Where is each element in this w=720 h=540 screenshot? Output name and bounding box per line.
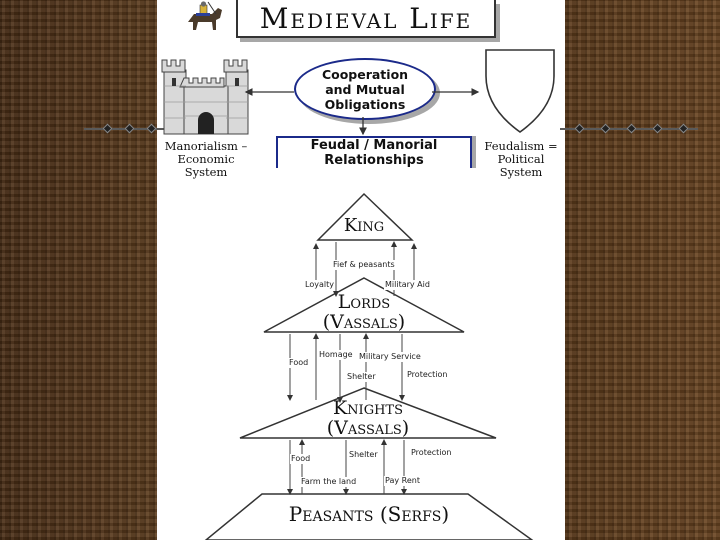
- feudal-manorial-box: Feudal / Manorial Relationships: [276, 136, 472, 168]
- flow-label: Homage: [318, 350, 354, 360]
- flow-label: Fief & peasants: [332, 260, 396, 270]
- lords-tier-shape: [263, 277, 465, 333]
- flow-label: Loyalty: [304, 280, 335, 290]
- king-label: King: [343, 215, 385, 236]
- flow-label: Protection: [410, 448, 453, 458]
- flow-label: Shelter: [346, 372, 377, 382]
- cooperation-oval: Cooperation and Mutual Obligations: [294, 58, 436, 120]
- flow-label: Farm the land: [300, 477, 358, 487]
- flow-label: Military Aid: [384, 280, 431, 290]
- king-tier-shape: [316, 192, 414, 241]
- flow-label: Protection: [406, 370, 449, 380]
- flow-label: Pay Rent: [384, 476, 421, 486]
- lords-label: Lords (Vassals): [322, 291, 406, 333]
- knight-on-horse-icon: [188, 1, 222, 30]
- flow-label: Shelter: [348, 450, 379, 460]
- shield-icon: [485, 49, 555, 133]
- page-title: Medieval Life: [236, 0, 496, 38]
- flow-label: Military Service: [358, 352, 422, 362]
- castle-icon: [161, 59, 249, 135]
- left-divider: [84, 128, 164, 130]
- flow-label: Food: [288, 358, 310, 368]
- knights-tier-shape: [239, 387, 497, 439]
- manorialism-caption: Manorialism – Economic System: [164, 139, 248, 179]
- knights-label: Knights (Vassals): [326, 397, 410, 439]
- feudalism-caption: Feudalism = Political System: [484, 139, 558, 179]
- peasants-tier-shape: [204, 493, 534, 540]
- flow-label: Food: [290, 454, 312, 464]
- peasants-label: Peasants (Serfs): [288, 502, 450, 526]
